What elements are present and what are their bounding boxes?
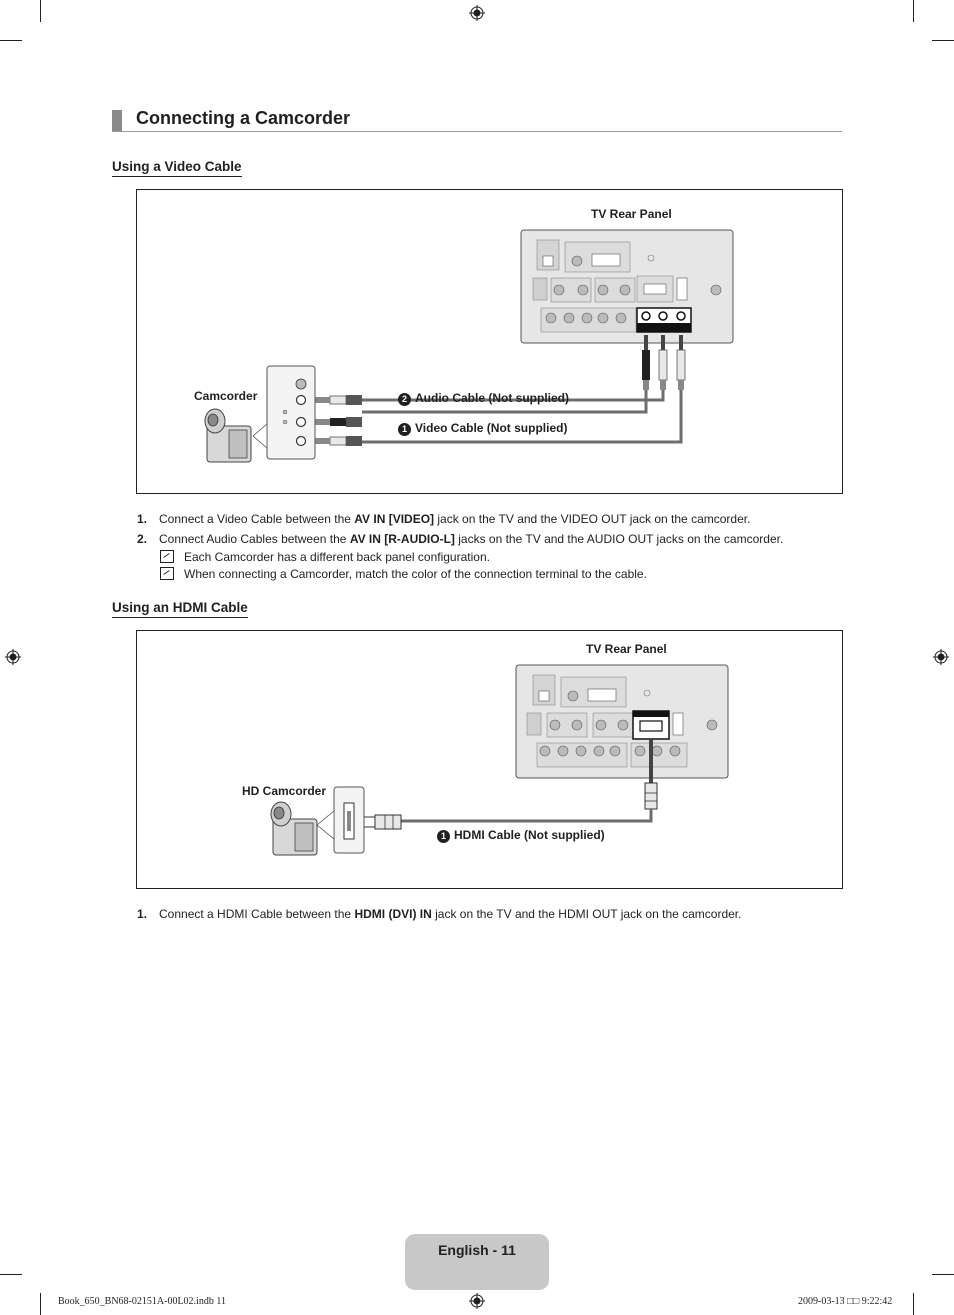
camcorder-label: Camcorder xyxy=(194,389,258,403)
subsection-heading-video: Using a Video Cable xyxy=(112,159,242,177)
step-number-1-icon: 1 xyxy=(398,423,411,436)
video-step-1: 1.Connect a Video Cable between the AV I… xyxy=(137,512,751,526)
hd-camcorder-label: HD Camcorder xyxy=(242,784,327,798)
hdmi-step-1: 1.Connect a HDMI Cable between the HDMI … xyxy=(137,907,742,921)
crop-mark xyxy=(0,40,22,41)
crop-mark xyxy=(40,1293,41,1315)
note-icon xyxy=(160,567,174,580)
title-divider xyxy=(112,131,842,132)
registration-mark-icon xyxy=(5,649,21,665)
crop-mark xyxy=(913,0,914,22)
crop-mark xyxy=(40,0,41,22)
audio-cable-label: 2 Audio Cable (Not supplied) xyxy=(398,391,569,406)
video-diagram-illustration xyxy=(204,229,734,463)
page-number: English - 11 xyxy=(438,1242,516,1258)
hdmi-diagram-illustration xyxy=(270,664,729,856)
hdmi-cable-text: HDMI Cable (Not supplied) xyxy=(454,828,605,842)
note-icon xyxy=(160,550,174,563)
registration-mark-icon xyxy=(469,5,485,21)
page-title: Connecting a Camcorder xyxy=(136,108,351,128)
registration-mark-icon xyxy=(933,649,949,665)
print-slug-right: 2009-03-13 □□ 9:22:42 xyxy=(798,1296,893,1307)
crop-mark xyxy=(932,40,954,41)
tv-rear-panel-label: TV Rear Panel xyxy=(586,642,667,656)
hdmi-connection-diagram: TV Rear Panel HD Camcorder 1 HDMI Cable (… xyxy=(136,630,843,889)
step-number-1-icon: 1 xyxy=(437,830,450,843)
print-slug-left: Book_650_BN68-02151A-00L02.indb 11 xyxy=(58,1296,226,1307)
crop-mark xyxy=(0,1274,22,1275)
note-item: Each Camcorder has a different back pane… xyxy=(160,550,490,564)
crop-mark xyxy=(913,1293,914,1315)
registration-mark-icon xyxy=(469,1293,485,1309)
crop-mark xyxy=(932,1274,954,1275)
subsection-heading-hdmi: Using an HDMI Cable xyxy=(112,600,248,618)
video-step-2: 2.Connect Audio Cables between the AV IN… xyxy=(137,532,784,546)
video-connection-diagram: TV Rear Panel Camcorder 2 Audio Cable (No… xyxy=(136,189,843,494)
section-title-marker xyxy=(112,110,122,131)
step-number-2-icon: 2 xyxy=(398,393,411,406)
page-number-tab xyxy=(405,1234,549,1290)
video-cable-text: Video Cable (Not supplied) xyxy=(415,421,568,435)
hdmi-cable-label: 1 HDMI Cable (Not supplied) xyxy=(437,828,605,843)
audio-cable-text: Audio Cable (Not supplied) xyxy=(415,391,569,405)
note-item: When connecting a Camcorder, match the c… xyxy=(160,567,647,581)
tv-rear-panel-label: TV Rear Panel xyxy=(591,207,672,221)
video-cable-label: 1 Video Cable (Not supplied) xyxy=(398,421,567,436)
